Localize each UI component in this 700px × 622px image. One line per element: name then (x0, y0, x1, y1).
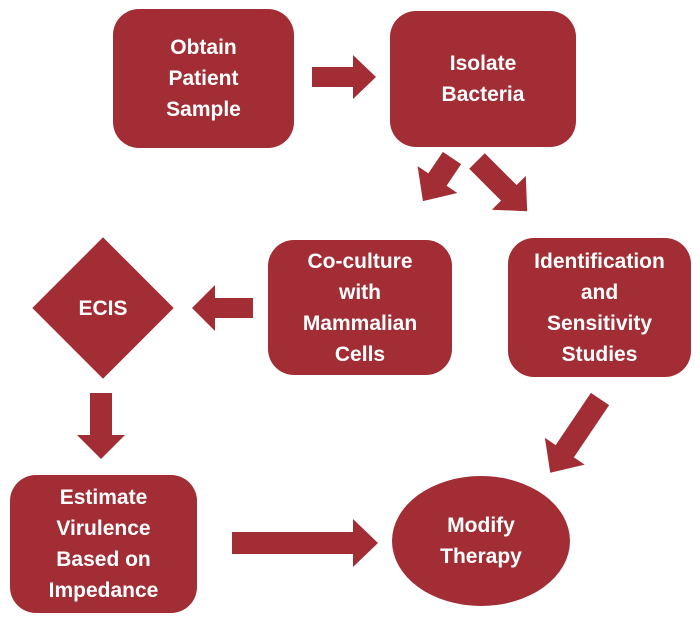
node-label-line: Co-culture (307, 249, 413, 273)
node-label-line: Modify (447, 514, 515, 537)
node-label-line: Studies (561, 342, 638, 366)
arrow-isolate-to-coculture (417, 151, 462, 202)
arrow-obtain-to-isolate (312, 55, 376, 99)
node-label-line: Cells (334, 342, 386, 366)
arrow-isolate-to-identification (469, 153, 528, 212)
node-label-line: Identification (534, 249, 665, 273)
node-label-line: and (580, 280, 619, 304)
node-label-line: Impedance (48, 579, 159, 602)
diamond-shape (32, 237, 174, 379)
arrow-estimate-to-modify (232, 519, 378, 567)
node-identification-sensitivity-studies: Identification and Sensitivity Studies (508, 238, 691, 377)
node-obtain-patient-sample: Obtain Patient Sample (113, 9, 294, 148)
node-isolate-bacteria: Isolate Bacteria (390, 11, 576, 147)
node-ecis: ECIS (32, 237, 174, 379)
node-estimate-virulence-impedance: Estimate Virulence Based on Impedance (10, 475, 197, 613)
node-label-line: Virulence (56, 517, 151, 540)
node-modify-therapy: Modify Therapy (392, 476, 570, 606)
arrow-identification-to-modify (544, 392, 610, 473)
arrow-coculture-to-ecis (192, 285, 253, 331)
node-label-line: Sensitivity (546, 311, 653, 335)
node-label-line: Mammalian (302, 311, 418, 335)
node-label-line: Bacteria (441, 83, 525, 106)
node-label-line: Isolate (449, 52, 517, 75)
node-label-line: Patient (168, 67, 239, 90)
node-coculture-mammalian-cells: Co-culture with Mammalian Cells (268, 240, 452, 375)
node-label-line: Estimate (59, 486, 148, 509)
node-label-line: Based on (56, 548, 151, 571)
node-label-line: Obtain (170, 36, 237, 59)
node-label-line: Therapy (440, 545, 522, 568)
node-label-line: Sample (166, 98, 241, 121)
node-label-line: with (339, 280, 381, 304)
arrow-ecis-to-estimate (77, 393, 125, 459)
